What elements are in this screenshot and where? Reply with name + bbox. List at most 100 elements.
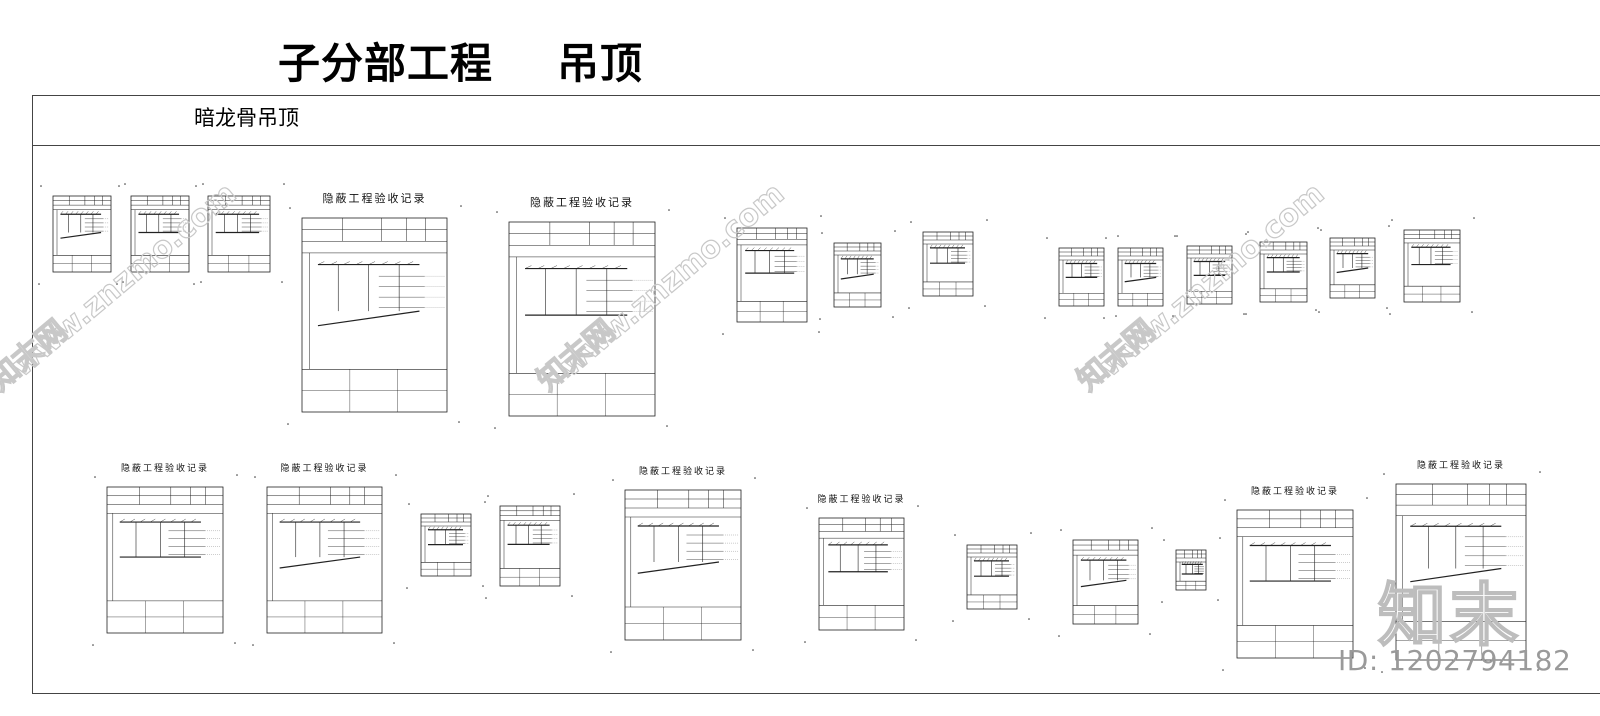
slab-hatch [60,211,64,215]
brand-logo: 知末 [1377,576,1523,657]
slab-hatch [517,522,521,526]
ceiling-board [317,310,420,327]
slab-hatch [180,518,186,523]
crop-mark [1247,231,1249,233]
title-sub: 吊顶 [557,39,644,88]
slab-hatch [978,557,981,561]
slab-hatch [85,211,89,215]
slab-hatch [1421,244,1424,248]
record-sheet [1044,235,1119,319]
slab-hatch [524,265,532,269]
slab-hatch [960,244,963,248]
crop-mark [118,185,120,187]
sheet-border [1403,229,1461,303]
crop-mark [610,651,612,653]
slab-hatch [1217,258,1220,262]
slab-hatch [995,557,999,561]
crop-mark [612,479,614,481]
crop-mark [254,476,256,478]
record-sheet: 隐蔽工程验收记录 [1381,459,1541,673]
crop-mark [1537,669,1539,671]
sheet-border [130,195,190,273]
slab-hatch [220,211,225,215]
record-sheet: 隐蔽工程验收记录 [252,462,397,646]
sheet-border [52,195,112,273]
slab-hatch [1193,258,1196,262]
crop-mark [1539,471,1541,473]
crop-mark [458,421,460,423]
crop-mark [122,281,124,283]
slab-hatch [850,541,855,546]
crop-mark [393,642,395,644]
slab-hatch [1269,542,1276,546]
crop-mark [1151,527,1153,529]
slab-hatch [368,261,376,265]
crop-mark [283,183,285,185]
slab-hatch [1356,250,1359,254]
crop-mark [40,185,42,187]
sheet-title: 隐蔽工程验收记录 [639,465,727,477]
slab-hatch [1291,254,1294,258]
crop-mark [1103,317,1105,319]
crop-mark [1364,667,1366,669]
slab-hatch [1004,557,1007,561]
slab-hatch [1283,254,1286,258]
ceiling-board [1124,276,1157,283]
crop-mark [92,644,94,646]
slab-hatch [942,244,946,248]
slab-hatch [1148,260,1151,264]
slab-hatch [445,526,448,530]
slab-hatch [279,518,285,523]
slab-hatch [148,211,152,215]
ceiling-board [1410,567,1502,583]
crop-mark [1163,539,1165,541]
crop-mark [1105,237,1107,239]
crop-mark [1245,233,1247,235]
crop-mark [1473,217,1475,219]
slab-hatch [523,522,527,526]
crop-mark [1222,669,1224,671]
slab-hatch [1120,557,1124,561]
record-sheet: 隐蔽工程验收记录 [610,465,756,653]
crop-mark [1318,311,1320,313]
crop-mark [1046,237,1048,239]
slab-hatch [840,255,844,259]
slab-hatch [844,255,848,259]
crop-mark [1058,635,1060,637]
slab-hatch [319,518,326,523]
crop-mark [38,283,40,285]
crop-mark [1320,229,1322,231]
slab-hatch [454,526,457,530]
slab-hatch [1199,561,1202,565]
slab-hatch [138,211,142,215]
sheet-border [1236,509,1354,659]
crop-mark [116,283,118,285]
slab-hatch [143,211,147,215]
slab-hatch [991,557,994,561]
crop-mark [1366,497,1368,499]
crop-mark [124,183,126,185]
slab-hatch [1128,260,1131,264]
slab-hatch [1300,542,1306,546]
slab-hatch [1205,258,1208,262]
slab-hatch [614,265,621,269]
record-sheet [908,219,988,309]
slab-hatch [170,518,176,523]
slab-hatch [393,261,401,265]
slab-hatch [289,518,295,523]
slab-hatch [1364,250,1367,254]
slab-hatch [1489,523,1496,527]
record-sheet [1172,233,1247,317]
slab-hatch [857,541,862,546]
slab-hatch [865,541,870,546]
sheet-border [1072,539,1139,625]
crop-mark [1386,307,1388,309]
sheet-border [301,217,448,413]
crop-mark [724,217,726,219]
crop-mark [571,595,573,597]
crop-mark [252,644,254,646]
record-sheet [406,501,486,589]
slab-hatch [745,247,749,251]
slab-hatch [329,518,336,523]
crop-mark [1245,313,1247,315]
